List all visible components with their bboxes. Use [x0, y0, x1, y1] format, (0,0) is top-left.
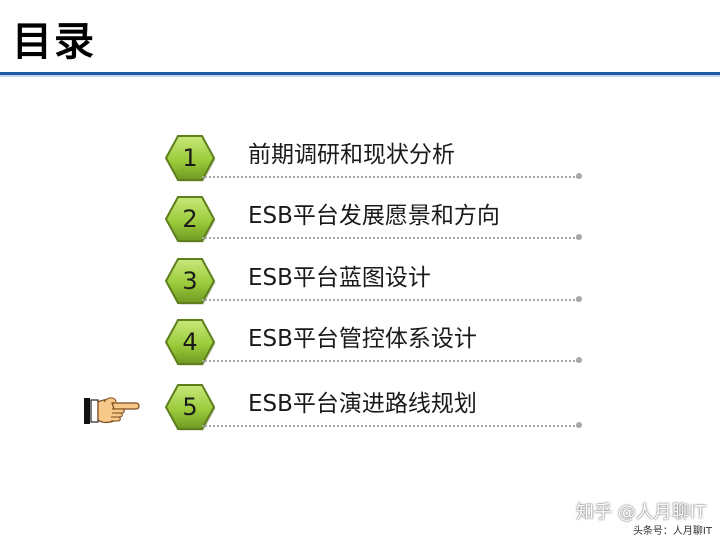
pointing-hand-icon: [82, 394, 142, 428]
dotted-divider: [202, 360, 578, 362]
divider-end-dot: [576, 422, 582, 428]
list-item[interactable]: 1 前期调研和现状分析: [160, 134, 590, 184]
list-item-current[interactable]: 5 ESB平台演进路线规划: [160, 383, 590, 433]
dotted-divider: [202, 425, 578, 427]
dotted-divider: [202, 299, 578, 301]
hexagon-icon: 1: [164, 134, 216, 182]
item-label: ESB平台蓝图设计: [248, 265, 431, 291]
list-item[interactable]: 2 ESB平台发展愿景和方向: [160, 195, 590, 245]
hexagon-icon: 2: [164, 195, 216, 243]
title-divider: [0, 72, 720, 75]
divider-end-dot: [576, 357, 582, 363]
hexagon-icon: 5: [164, 383, 216, 431]
dotted-divider: [202, 237, 578, 239]
title-divider-shadow: [0, 75, 720, 77]
hexagon-icon: 4: [164, 318, 216, 366]
page-title: 目录: [12, 19, 96, 65]
item-label: ESB平台发展愿景和方向: [248, 203, 500, 229]
divider-end-dot: [576, 173, 582, 179]
item-number: 1: [182, 144, 198, 172]
item-label: ESB平台演进路线规划: [248, 391, 477, 417]
dotted-divider: [202, 176, 578, 178]
item-number: 5: [182, 393, 198, 421]
divider-end-dot: [576, 234, 582, 240]
item-label: ESB平台管控体系设计: [248, 326, 477, 352]
watermark-toutiao: 头条号：人月聊IT: [632, 526, 712, 537]
watermark-zhihu: 知乎 @人月聊IT: [575, 502, 706, 523]
item-label: 前期调研和现状分析: [248, 142, 455, 168]
divider-end-dot: [576, 296, 582, 302]
item-number: 2: [182, 205, 198, 233]
list-item[interactable]: 4 ESB平台管控体系设计: [160, 318, 590, 368]
item-number: 3: [182, 267, 198, 295]
hexagon-icon: 3: [164, 257, 216, 305]
item-number: 4: [182, 328, 198, 356]
list-item[interactable]: 3 ESB平台蓝图设计: [160, 257, 590, 307]
